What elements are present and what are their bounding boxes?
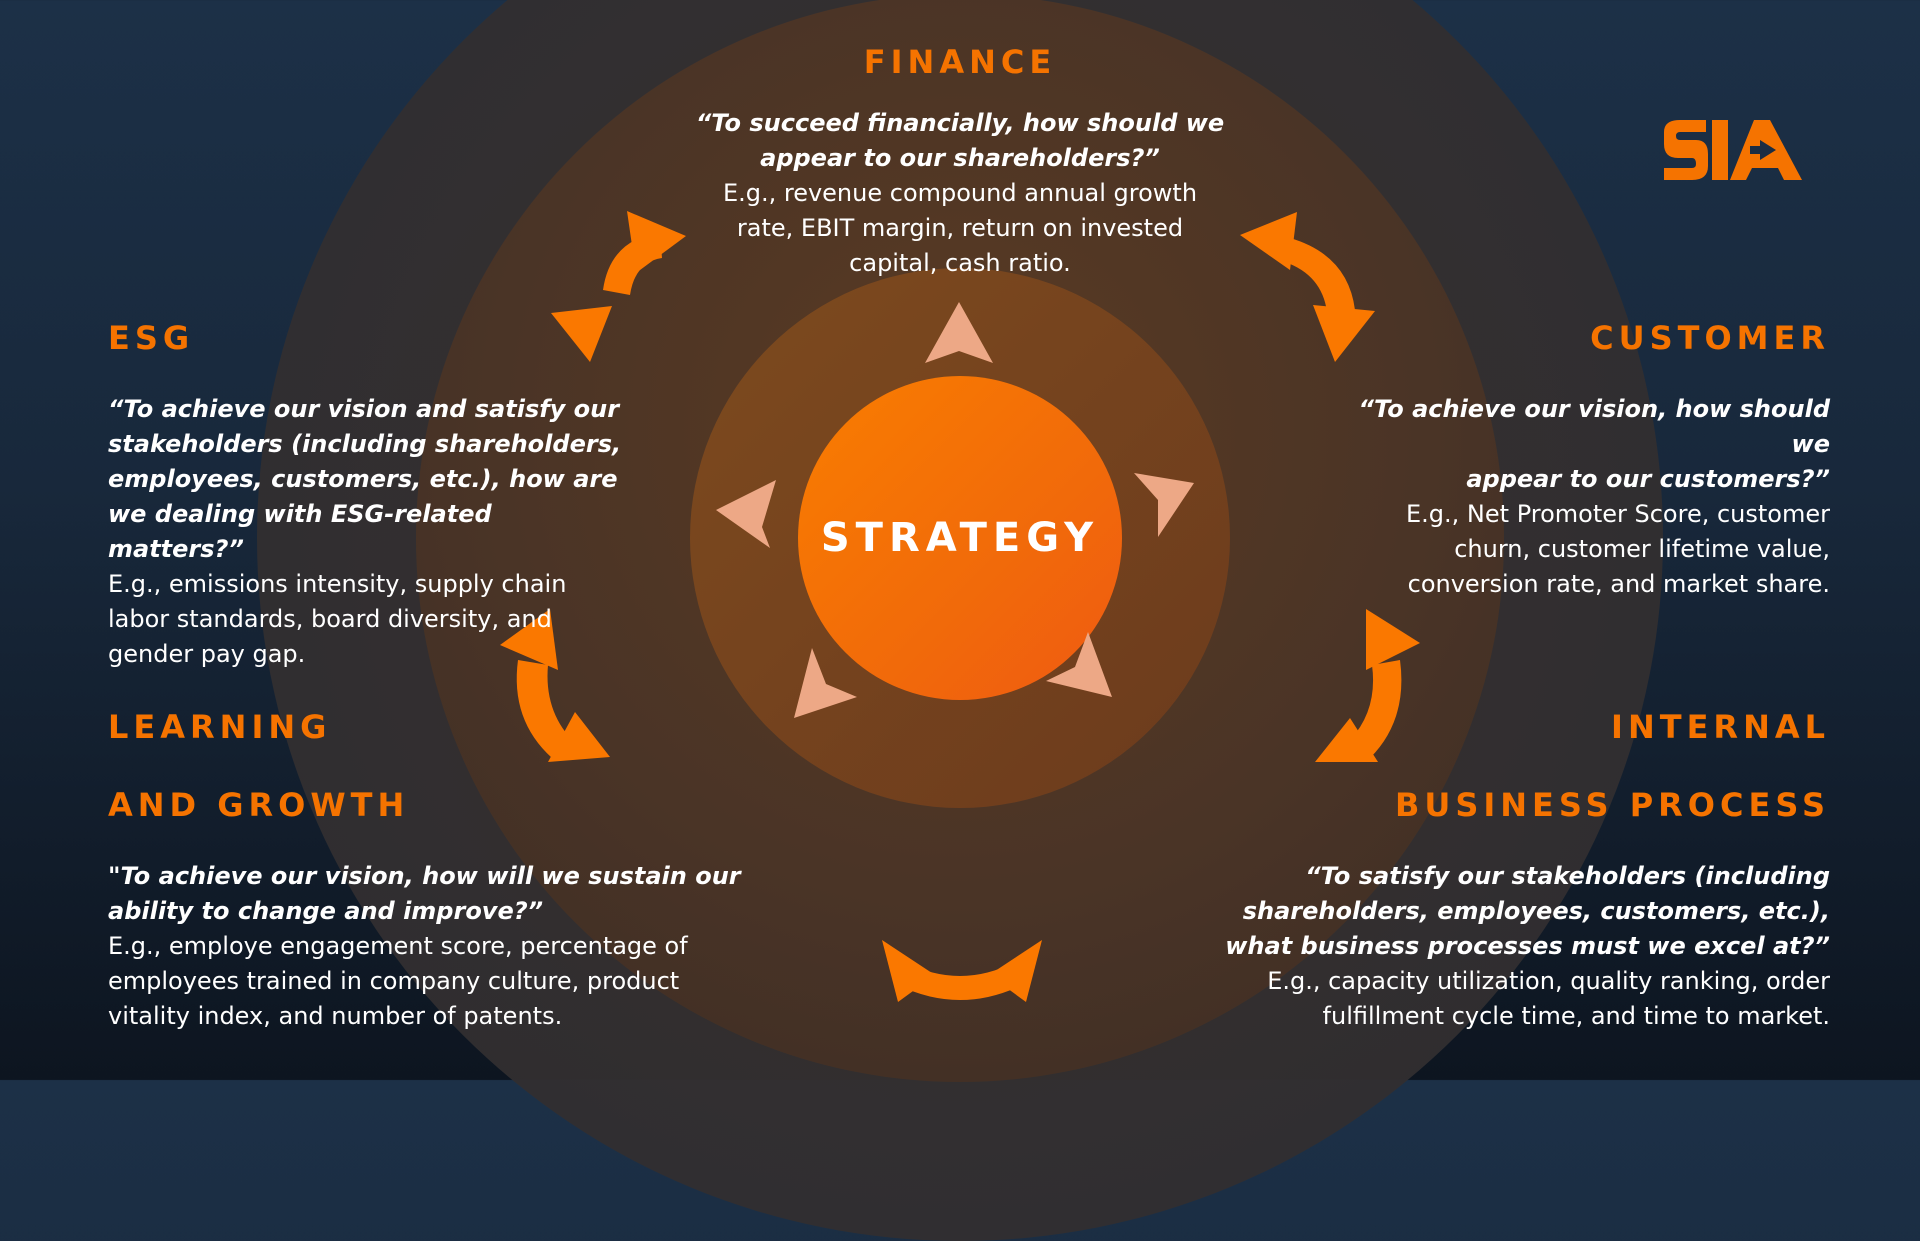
customer-quote-line: “To achieve our vision, how should we xyxy=(1358,395,1830,458)
section-esg: ESG “To achieve our vision and satisfy o… xyxy=(108,314,628,672)
section-internal-business-process: INTERNAL BUSINESS PROCESS “To satisfy ou… xyxy=(1180,703,1830,1034)
sia-logo-icon xyxy=(1664,120,1802,180)
strategy-core-circle: STRATEGY xyxy=(798,376,1122,700)
esg-examples-line: labor standards, board diversity, and xyxy=(108,605,552,633)
section-customer: CUSTOMER “To achieve our vision, how sho… xyxy=(1320,314,1830,602)
internal-quote-line: what business processes must we excel at… xyxy=(1225,932,1830,960)
learning-title-line: AND GROWTH xyxy=(108,786,410,824)
internal-title-line: BUSINESS PROCESS xyxy=(1394,786,1830,824)
internal-quote-line: “To satisfy our stakeholders (including xyxy=(1305,862,1830,890)
internal-title-line: INTERNAL xyxy=(1611,708,1830,746)
internal-examples-line: E.g., capacity utilization, quality rank… xyxy=(1267,967,1830,995)
customer-examples-line: E.g., Net Promoter Score, customer xyxy=(1406,500,1830,528)
customer-examples-line: churn, customer lifetime value, xyxy=(1454,535,1830,563)
strategy-label: STRATEGY xyxy=(820,515,1100,561)
section-learning-growth: LEARNING AND GROWTH "To achieve our visi… xyxy=(108,703,748,1034)
learning-quote-line: "To achieve our vision, how will we sust… xyxy=(108,862,741,890)
learning-title-line: LEARNING xyxy=(108,708,332,746)
learning-examples-line: vitality index, and number of patents. xyxy=(108,1002,563,1030)
learning-examples-line: E.g., employe engagement score, percenta… xyxy=(108,932,688,960)
customer-title: CUSTOMER xyxy=(1590,319,1830,357)
internal-examples-line: fulfillment cycle time, and time to mark… xyxy=(1322,1002,1830,1030)
customer-examples-line: conversion rate, and market share. xyxy=(1407,570,1830,598)
esg-title: ESG xyxy=(108,319,195,357)
finance-title: FINANCE xyxy=(863,43,1057,81)
esg-quote-line: employees, customers, etc.), how are xyxy=(108,465,618,493)
esg-examples-line: E.g., emissions intensity, supply chain xyxy=(108,570,567,598)
learning-examples-line: employees trained in company culture, pr… xyxy=(108,967,680,995)
learning-quote-line: ability to change and improve?” xyxy=(108,897,544,925)
finance-quote-line: “To succeed financially, how should we xyxy=(695,109,1225,137)
esg-quote-line: we dealing with ESG-related matters?” xyxy=(108,500,492,563)
esg-examples-line: gender pay gap. xyxy=(108,640,306,668)
section-finance: FINANCE “To succeed financially, how sho… xyxy=(680,38,1240,281)
finance-examples-line: E.g., revenue compound annual growth xyxy=(722,179,1198,207)
customer-quote-line: appear to our customers?” xyxy=(1466,465,1830,493)
finance-quote-line: appear to our shareholders?” xyxy=(760,144,1160,172)
internal-quote-line: shareholders, employees, customers, etc.… xyxy=(1242,897,1830,925)
finance-examples-line: capital, cash ratio. xyxy=(849,249,1071,277)
esg-quote-line: “To achieve our vision and satisfy our xyxy=(108,395,620,423)
esg-quote-line: stakeholders (including shareholders, xyxy=(108,430,622,458)
finance-examples-line: rate, EBIT margin, return on invested xyxy=(736,214,1184,242)
